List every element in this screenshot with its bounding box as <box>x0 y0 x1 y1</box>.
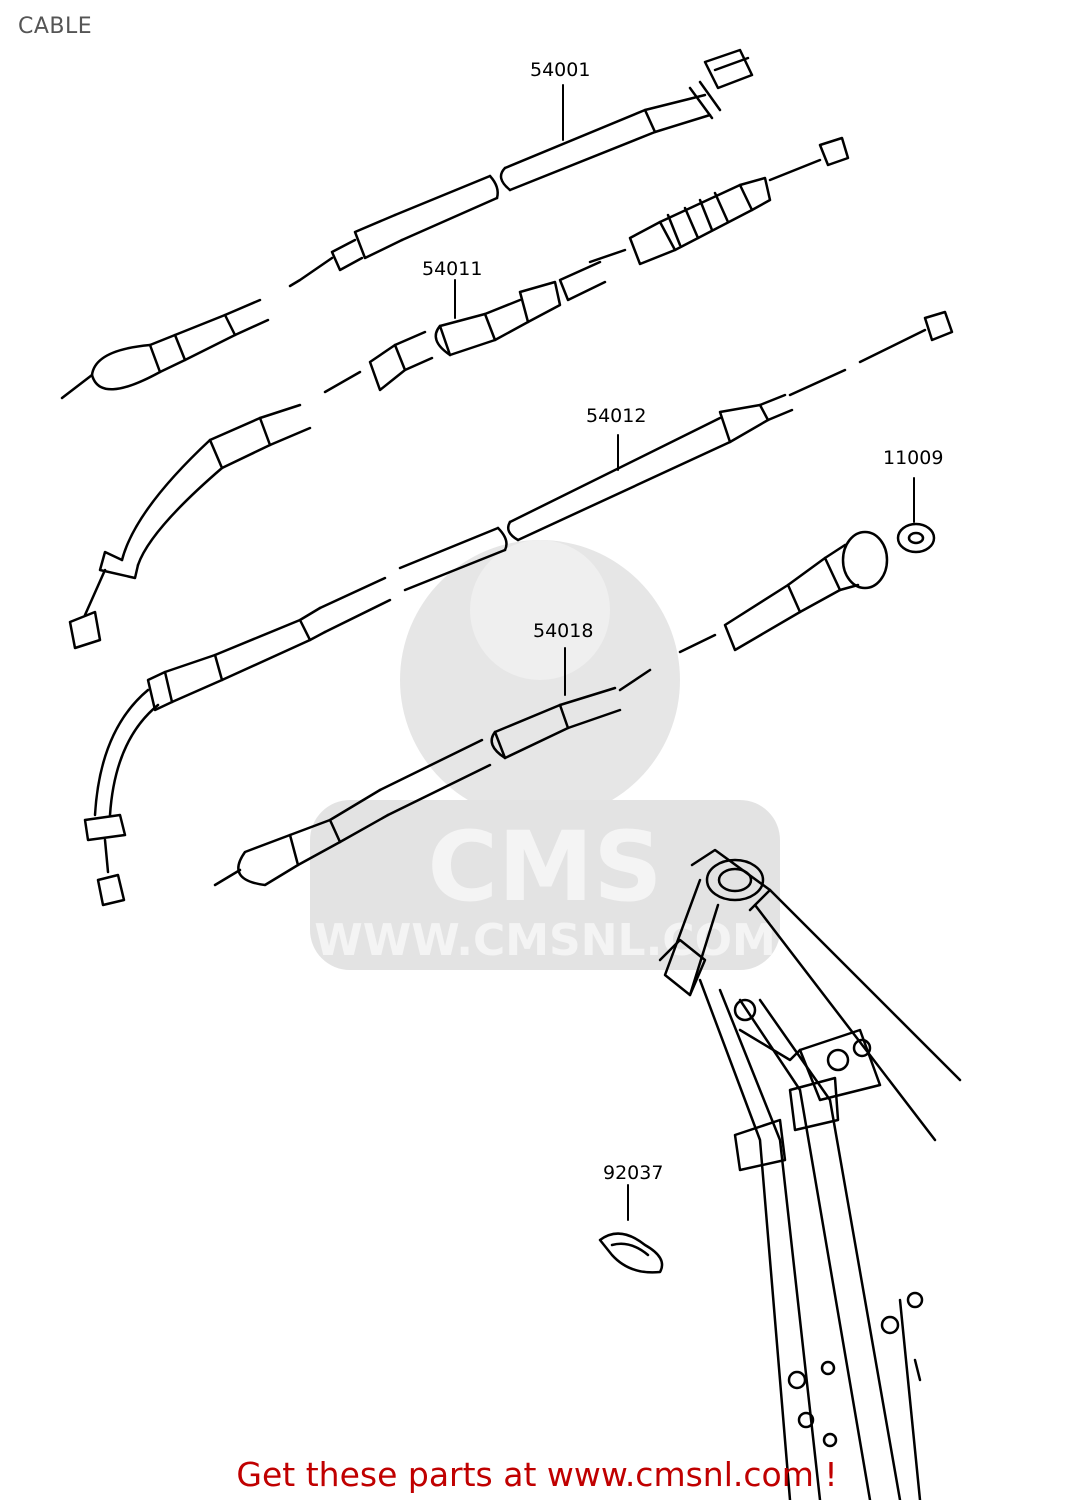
part-label-54011: 54011 <box>422 258 482 280</box>
part-label-54018: 54018 <box>533 620 593 642</box>
washer-drawing <box>896 477 936 554</box>
cms-watermark: CMS WWW.CMSNL.COM <box>310 540 780 970</box>
part-label-92037: 92037 <box>603 1162 663 1184</box>
throttle-cable-drawing <box>83 310 954 907</box>
watermark-url: WWW.CMSNL.COM <box>314 915 776 966</box>
part-label-54012: 54012 <box>586 405 646 427</box>
clutch-cable-drawing <box>68 136 850 650</box>
footer-link[interactable]: Get these parts at www.cmsnl.com ! <box>236 1455 838 1494</box>
watermark-logo: CMS <box>427 811 662 923</box>
page-title: CABLE <box>18 14 93 39</box>
clamp-drawing <box>598 1184 664 1274</box>
frame-drawing <box>658 848 962 1500</box>
part-label-54001: 54001 <box>530 59 590 81</box>
tacho-cable-drawing <box>213 530 889 887</box>
part-label-11009: 11009 <box>883 447 943 469</box>
speedo-cable-drawing <box>60 48 754 400</box>
